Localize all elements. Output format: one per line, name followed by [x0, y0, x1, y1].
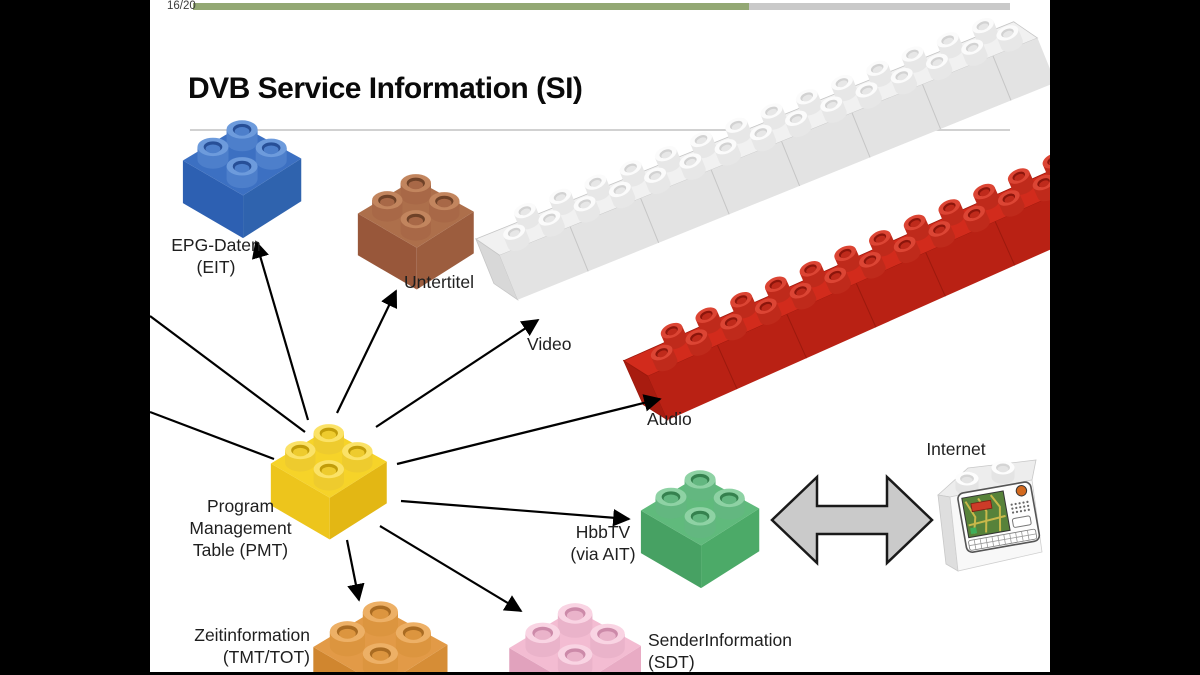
untertitel-label: Untertitel: [404, 272, 475, 292]
arrow-offslide-left: [150, 410, 275, 461]
progress-bar[interactable]: [193, 3, 1010, 10]
letterbox-bottom: [0, 672, 1200, 675]
arrow-to-audio: [396, 394, 662, 466]
page-title: DVB Service Information (SI): [188, 72, 583, 105]
arrow-offslide-upper-left: [150, 315, 306, 433]
epg-brick-icon: [183, 120, 301, 238]
video-label: Video: [527, 334, 572, 354]
arrow-to-zeit: [345, 539, 365, 602]
zeit-label: Zeitinformation (TMT/TOT): [194, 625, 310, 667]
page-indicator: 16/20: [167, 0, 196, 12]
pmt-label: Program Management Table (PMT): [189, 496, 292, 560]
arrow-to-sdt: [379, 525, 523, 612]
arrow-to-untertitel: [336, 289, 398, 414]
diagram-graphic: [150, 0, 1050, 675]
letterbox-left: [0, 0, 150, 675]
internet-label: Internet: [926, 439, 986, 459]
arrow-to-epg: [251, 240, 310, 421]
zeit-brick-icon: [313, 601, 447, 675]
epg-label: EPG-Daten (EIT): [171, 235, 261, 277]
progress-fill: [193, 3, 749, 10]
audio-label: Audio: [647, 409, 692, 429]
slide-canvas[interactable]: 16/20 DVB Service Information (SI): [150, 0, 1050, 675]
sdt-label: SenderInformation (SDT): [648, 630, 792, 672]
letterbox-right: [1050, 0, 1200, 675]
hbbtv-label: HbbTV (via AIT): [570, 522, 636, 564]
hbbtv-internet-double-arrow-icon: [770, 474, 934, 566]
sdt-brick-icon: [509, 603, 641, 675]
pmt-arrows: [150, 240, 662, 612]
internet-device-icon: [937, 459, 1043, 572]
arrow-to-video: [375, 319, 540, 428]
arrow-to-hbbtv: [400, 499, 631, 527]
